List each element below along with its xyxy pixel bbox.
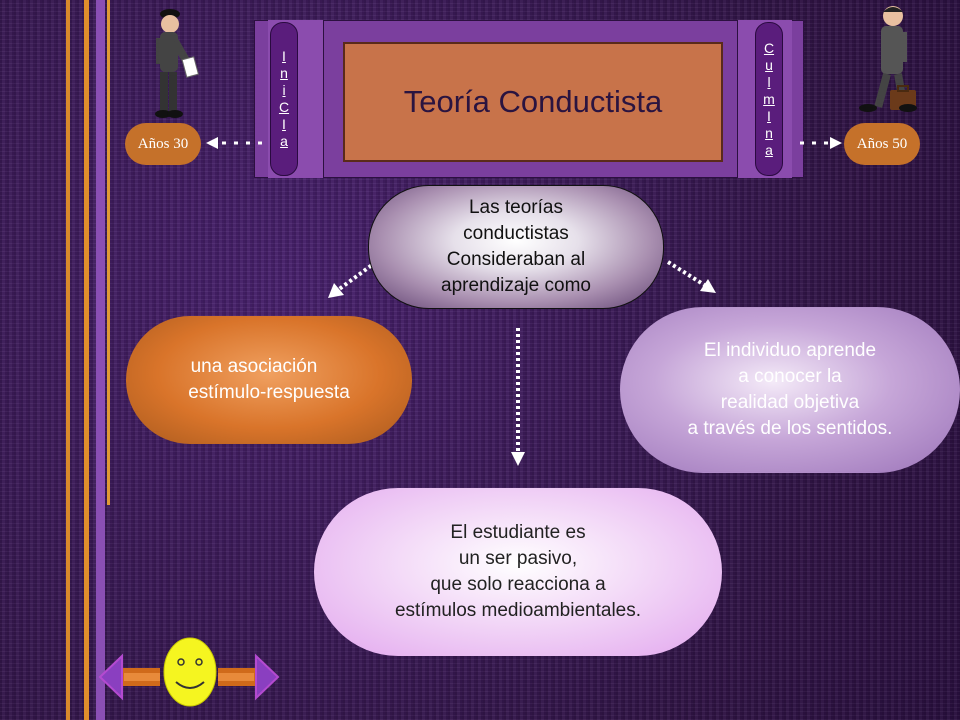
text-line: conductistas — [463, 223, 569, 244]
vertical-letter: I — [282, 48, 286, 64]
text-line: Las teorías — [468, 197, 563, 218]
left-orange-stripe-2 — [84, 0, 89, 720]
vertical-letter: n — [280, 65, 288, 81]
left-purple-stripe — [96, 0, 105, 720]
arrow-to-right-concept — [666, 260, 716, 293]
vertical-letter: I — [767, 107, 771, 124]
left-orange-stripe-3 — [107, 0, 110, 505]
concept-bottom-bubble: El estudiante es un ser pasivo, que solo… — [314, 488, 722, 656]
concept-right-bubble: El individuo aprende a conocer la realid… — [620, 307, 960, 473]
vertical-letter: C — [763, 39, 775, 56]
text-line: estímulo-respuesta — [188, 382, 350, 403]
text-line: Consideraban al — [446, 249, 586, 270]
vertical-letter: i — [282, 82, 286, 98]
start-year-badge: Años 30 — [125, 123, 201, 165]
arrow-to-end-year — [800, 137, 842, 149]
concept-intro-text: Las teorías conductistas Consideraban al… — [441, 195, 591, 299]
text-line: una asociación — [190, 356, 318, 377]
vertical-letter: u — [765, 56, 773, 73]
thinking-man-icon — [155, 9, 199, 118]
vertical-letter: l — [767, 73, 771, 90]
text-line: aprendizaje como — [441, 275, 591, 296]
page-title: Teoría Conductista — [343, 42, 723, 162]
concept-bottom-text: El estudiante es un ser pasivo, que solo… — [395, 520, 641, 624]
vertical-letter: I — [282, 116, 286, 132]
vertical-letter: n — [765, 124, 773, 141]
concept-intro-bubble: Las teorías conductistas Consideraban al… — [368, 185, 664, 309]
vertical-letter: m — [763, 90, 775, 107]
walking-man-icon — [859, 6, 917, 112]
text-line: estímulos medioambientales. — [394, 600, 642, 621]
arrow-left-icon[interactable] — [98, 653, 160, 701]
smiley-icon[interactable] — [163, 637, 217, 707]
concept-left-bubble: una asociación estímulo-respuesta — [126, 316, 412, 444]
arrow-to-start-year — [206, 137, 262, 149]
concept-right-text: El individuo aprende a conocer la realid… — [688, 338, 893, 442]
vertical-letter: a — [280, 133, 288, 149]
end-year-badge: Años 50 — [844, 123, 920, 165]
left-orange-stripe-1 — [66, 0, 70, 720]
text-line: El individuo aprende — [703, 340, 877, 361]
text-line: un ser pasivo, — [458, 548, 578, 569]
arrow-right-icon[interactable] — [218, 653, 280, 701]
arrow-to-left-concept — [328, 260, 378, 298]
text-line: El estudiante es — [450, 522, 586, 543]
vertical-letter: C — [278, 99, 290, 115]
text-line: que solo reacciona a — [430, 574, 606, 595]
arrow-to-bottom-concept — [511, 328, 525, 466]
concept-left-text: una asociación estímulo-respuesta — [188, 354, 350, 406]
text-line: realidad objetiva — [720, 392, 860, 413]
vertical-letter: a — [765, 141, 773, 158]
text-line: a través de los sentidos. — [687, 418, 893, 439]
text-line: a conocer la — [738, 366, 842, 387]
